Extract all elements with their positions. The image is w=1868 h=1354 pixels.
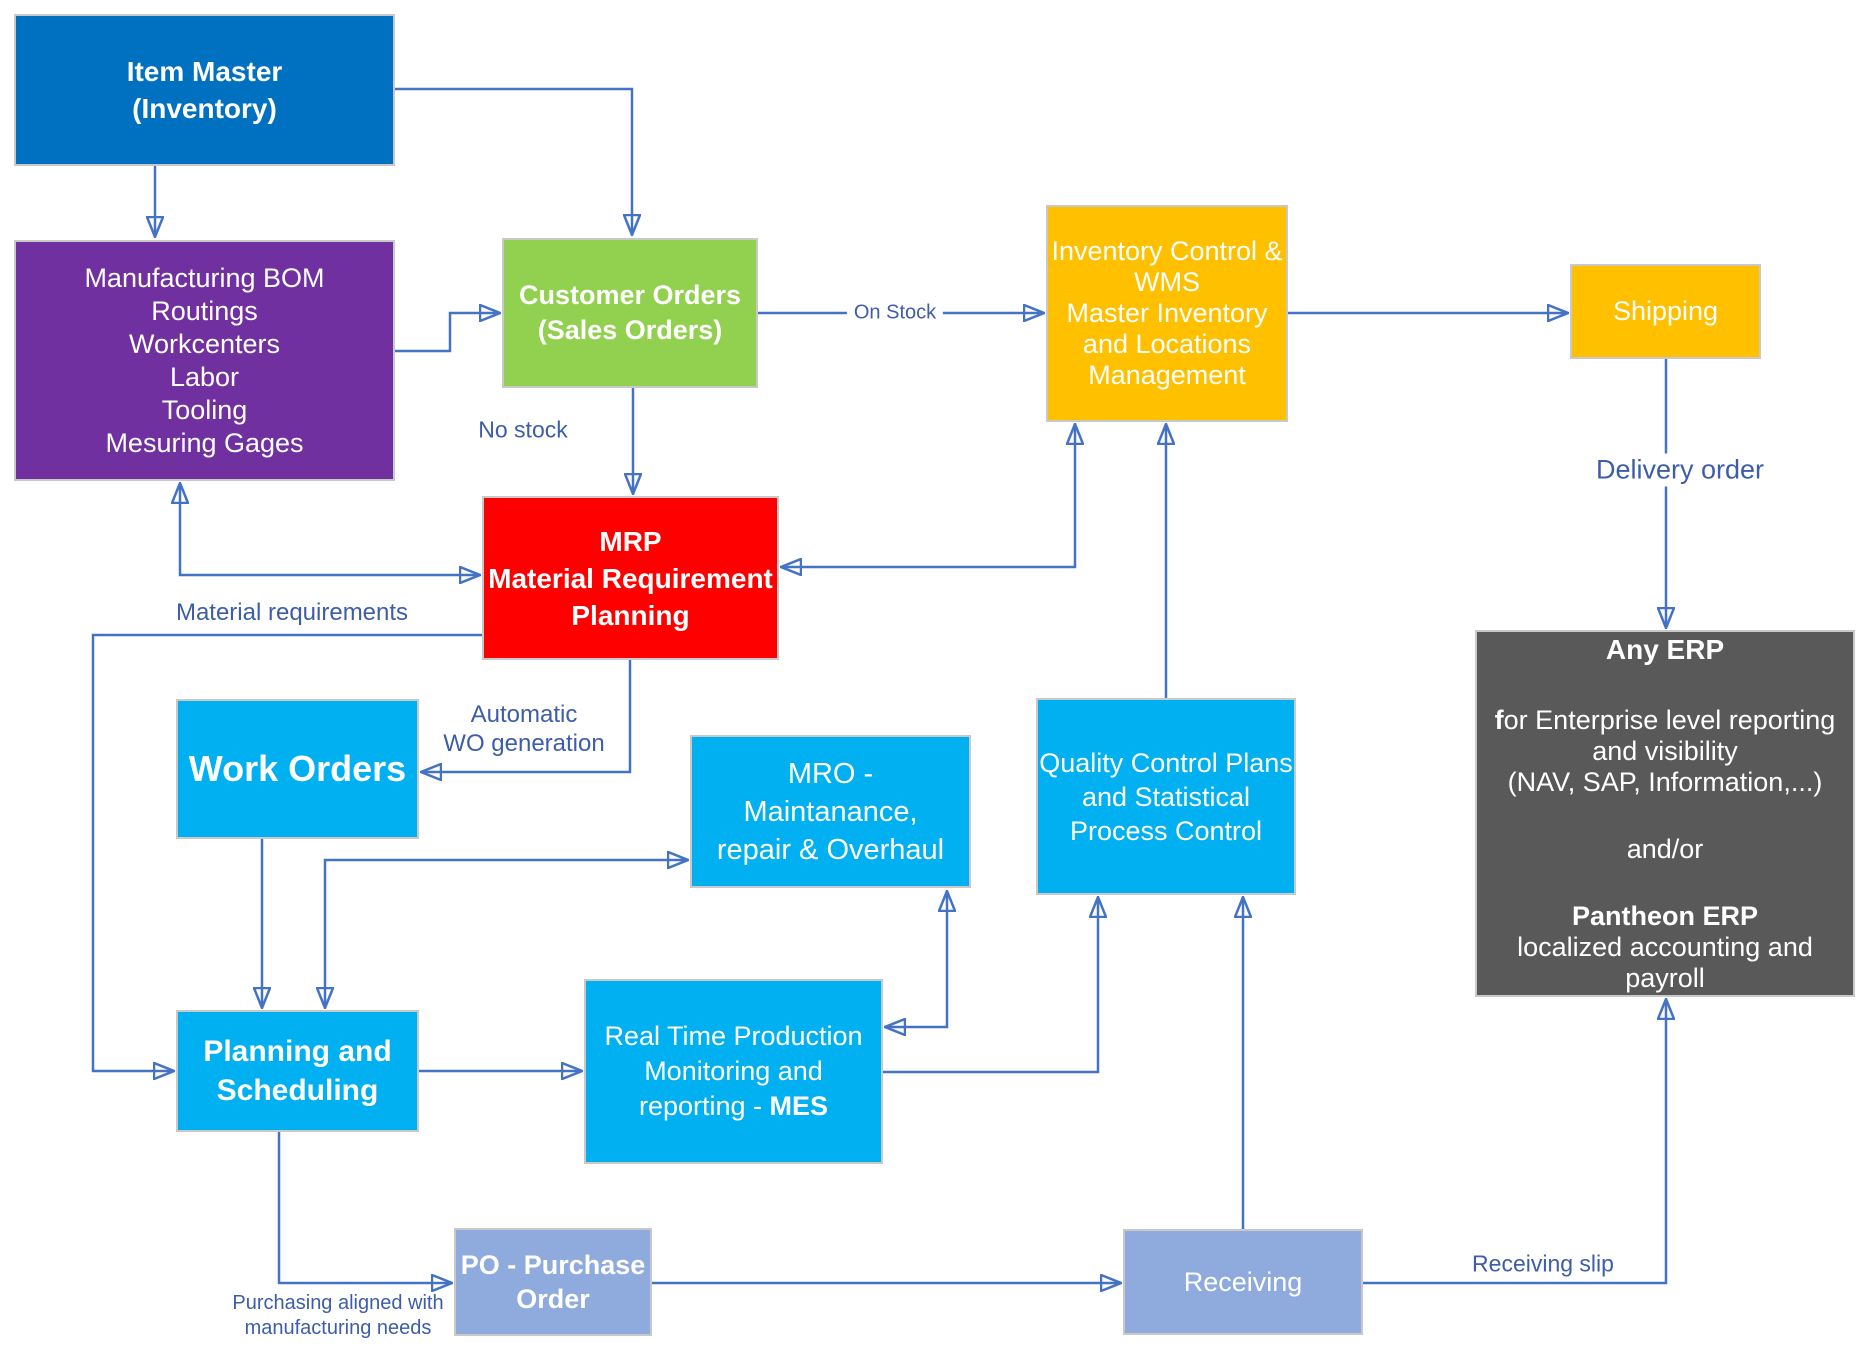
node-text-line: (NAV, SAP, Information,...) [1507, 766, 1823, 797]
node-mro: MRO - Maintanance, repair & Overhaul [690, 735, 971, 888]
node-text-line: WMS [1134, 267, 1200, 297]
any-erp-footer: Pantheon ERP localized accounting and pa… [1477, 901, 1853, 994]
node-text-line: and Locations [1082, 329, 1252, 359]
node-quality-control: Quality Control Plans and Statistical Pr… [1036, 698, 1296, 895]
arrow-mrp-inventory-control-bidirectional [782, 425, 1075, 567]
node-text-line: Management [1088, 360, 1246, 390]
node-text-line: Work Orders [188, 748, 407, 789]
node-text-line: Workcenters [128, 328, 281, 359]
edge-label-on-stock: On Stock [846, 300, 944, 326]
node-inventory-control-wms: Inventory Control & WMS Master Inventory… [1046, 205, 1288, 422]
node-work-orders: Work Orders [176, 699, 419, 839]
node-text-line: Inventory Control & [1051, 236, 1283, 266]
arrow-mro-mes-bidirectional [886, 892, 947, 1027]
node-text-line: Mesuring Gages [105, 427, 304, 458]
node-text-line: Scheduling [216, 1074, 379, 1107]
node-po-purchase-order: PO - Purchase Order [454, 1228, 652, 1336]
node-text-line: Item Master [126, 56, 283, 87]
edge-label-receiving-slip: Receiving slip [1465, 1249, 1621, 1279]
arrow-mfg-bom-to-customer-orders [395, 313, 499, 353]
arrow-item-master-to-customer-orders [395, 87, 632, 234]
arrow-mes-to-quality-control [883, 898, 1098, 1074]
arrow-mfg-bom-mrp-bidirectional [180, 484, 479, 575]
node-item-master: Item Master (Inventory) [14, 14, 395, 166]
node-shipping: Shipping [1570, 264, 1761, 359]
node-any-erp: Any ERP for Enterprise level reporting a… [1475, 630, 1855, 997]
node-receiving: Receiving [1123, 1229, 1363, 1335]
edge-label-no-stock: No stock [478, 416, 568, 443]
any-erp-title: Any ERP [1605, 633, 1725, 665]
node-text-line: Planning [571, 599, 690, 631]
node-text-line: reporting - MES [638, 1091, 829, 1121]
node-text-line: Receiving [1183, 1266, 1303, 1297]
node-text-line: Planning and [203, 1035, 392, 1068]
node-text-line: MRP [599, 525, 662, 557]
node-text-line: Labor [169, 361, 240, 392]
any-erp-body: for Enterprise level reporting and visib… [1495, 705, 1836, 798]
node-text-line: for Enterprise level reporting [1494, 704, 1836, 735]
node-text-line: Customer Orders [518, 280, 742, 310]
node-text-line: Monitoring and [644, 1056, 823, 1086]
node-customer-orders: Customer Orders (Sales Orders) [502, 238, 758, 388]
node-planning-scheduling: Planning and Scheduling [176, 1010, 419, 1132]
node-mes: Real Time Production Monitoring and repo… [584, 979, 883, 1164]
node-text-line: (Inventory) [132, 93, 277, 124]
node-text-line: and visibility [1592, 735, 1738, 766]
node-text-line: Manufacturing BOM [84, 262, 325, 293]
arrow-mrp-to-work-orders [422, 660, 632, 772]
node-text-line: Material Requirement [488, 562, 773, 594]
node-text-line: repair & Overhaul [716, 833, 945, 866]
node-text-line: Maintanance, [743, 795, 918, 828]
node-text-line: Real Time Production [604, 1021, 863, 1051]
node-text-line: Shipping [1612, 296, 1719, 326]
node-text-line: MRO - [787, 757, 874, 790]
node-text-line: and Statistical [1081, 781, 1251, 812]
edge-label-material-requirements: Material requirements [175, 599, 409, 626]
node-text-line: Routings [151, 295, 258, 326]
node-text-line: Pantheon ERP [1571, 900, 1759, 931]
node-text-line: Quality Control Plans [1039, 747, 1293, 778]
arrow-mrp-to-planning-material-requirements [91, 633, 482, 1071]
node-text-line: Tooling [161, 394, 248, 425]
edge-label-purchasing-aligned: Purchasing aligned with manufacturing ne… [232, 1292, 444, 1339]
node-text-line: localized accounting and payroll [1517, 931, 1813, 993]
any-erp-andor: and/or [1626, 833, 1704, 864]
arrow-planning-to-po [277, 1132, 451, 1283]
node-text-line: Process Control [1069, 815, 1263, 846]
node-mrp: MRP Material Requirement Planning [482, 496, 779, 660]
edge-label-delivery-order: Delivery order [1588, 453, 1772, 487]
node-text-line: Master Inventory [1066, 298, 1268, 328]
node-text-line: (Sales Orders) [537, 315, 723, 345]
arrow-receiving-to-any-erp-receiving-slip [1363, 1000, 1666, 1285]
node-text-line: Order [516, 1284, 590, 1314]
edge-label-automatic-wo-generation: Automatic WO generation [443, 701, 605, 757]
node-text-line: PO - Purchase [460, 1250, 646, 1280]
node-manufacturing-bom: Manufacturing BOM Routings Workcenters L… [14, 240, 395, 481]
arrow-planning-mro-bidirectional [325, 860, 687, 1007]
